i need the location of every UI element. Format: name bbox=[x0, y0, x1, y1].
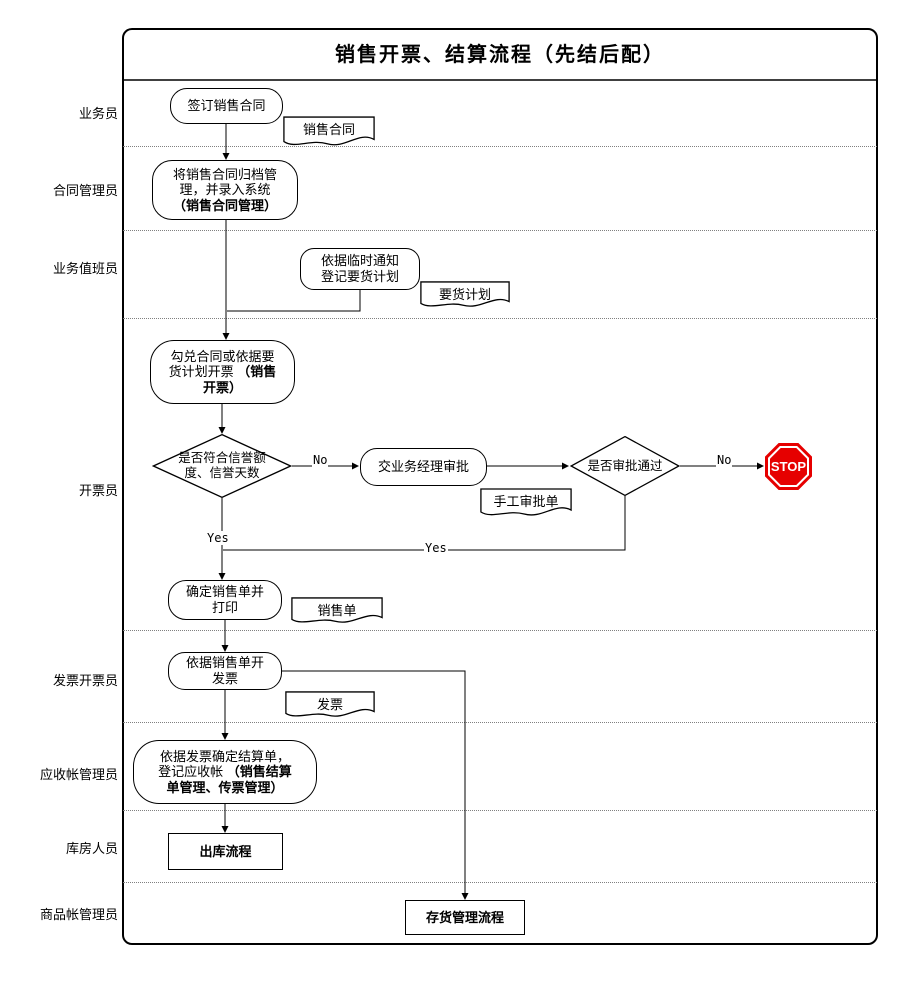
edge-label-yes-approval: Yes bbox=[424, 541, 448, 555]
node-label: 勾兑合同或依据要 货计划开票 bbox=[168, 348, 275, 380]
stop-sign: STOP bbox=[765, 443, 812, 490]
decision-credit-check: 是否符合信誉额 度、信誉天数 bbox=[152, 434, 292, 498]
lane-label-invoicing-clerk: 开票员 bbox=[78, 483, 118, 498]
lane-label-goods-ledger-manager: 商品帐管理员 bbox=[39, 907, 118, 922]
lane-label-invoice-issuer: 发票开票员 bbox=[52, 673, 118, 688]
diagram-frame bbox=[122, 28, 878, 945]
node-create-invoice: 勾兑合同或依据要 货计划开票 （销售 开票） bbox=[150, 340, 295, 404]
node-label: 将销售合同归档管 理，并录入系统 bbox=[172, 166, 277, 198]
decision-label: 是否审批通过 bbox=[587, 458, 663, 473]
decision-label: 是否符合信誉额 度、信誉天数 bbox=[178, 451, 266, 480]
node-label: 出库流程 bbox=[199, 843, 252, 859]
doc-sales-contract: 销售合同 bbox=[283, 116, 375, 148]
decision-approval-passed: 是否审批通过 bbox=[570, 436, 680, 496]
node-settlement-receivables: 依据发票确定结算单， 登记应收帐 （销售结算 单管理、传票管理） bbox=[133, 740, 317, 804]
lane-label-receivables-manager: 应收帐管理员 bbox=[39, 767, 118, 782]
lane-label-duty-officer: 业务值班员 bbox=[52, 261, 118, 276]
lane-divider bbox=[123, 722, 877, 723]
node-register-goods-plan: 依据临时通知 登记要货计划 bbox=[300, 248, 420, 290]
lane-divider bbox=[123, 318, 877, 319]
node-inventory-process: 存货管理流程 bbox=[405, 900, 525, 935]
lane-divider bbox=[123, 630, 877, 631]
lane-divider bbox=[123, 810, 877, 811]
doc-invoice: 发票 bbox=[285, 691, 375, 719]
edge-label-yes-credit: Yes bbox=[206, 531, 230, 545]
node-confirm-print-order: 确定销售单并 打印 bbox=[168, 580, 282, 620]
node-issue-invoice: 依据销售单开 发票 bbox=[168, 652, 282, 690]
edge-label-no-credit: No bbox=[312, 453, 329, 467]
node-label: 确定销售单并 打印 bbox=[185, 584, 264, 615]
node-label-bold: （销售合同管理） bbox=[172, 197, 277, 213]
doc-sales-order: 销售单 bbox=[291, 597, 383, 625]
diagram-title: 销售开票、结算流程（先结后配） bbox=[335, 44, 665, 66]
node-label: 依据销售单开 发票 bbox=[185, 655, 264, 686]
node-label: 签订销售合同 bbox=[187, 98, 266, 114]
node-outbound-process: 出库流程 bbox=[168, 833, 283, 870]
doc-label: 发票 bbox=[316, 697, 343, 712]
lane-divider bbox=[123, 882, 877, 883]
node-sign-contract: 签订销售合同 bbox=[170, 88, 283, 124]
doc-manual-approval: 手工审批单 bbox=[480, 488, 572, 518]
doc-label: 要货计划 bbox=[438, 287, 491, 302]
doc-goods-plan: 要货计划 bbox=[420, 281, 510, 309]
node-manager-approval: 交业务经理审批 bbox=[360, 448, 487, 486]
node-archive-contract: 将销售合同归档管 理，并录入系统 （销售合同管理） bbox=[152, 160, 298, 220]
lane-divider bbox=[123, 230, 877, 231]
stop-label: STOP bbox=[770, 459, 807, 474]
doc-label: 销售合同 bbox=[302, 122, 355, 137]
lane-label-warehouse-staff: 库房人员 bbox=[65, 841, 118, 856]
doc-label: 手工审批单 bbox=[493, 494, 559, 509]
node-label: 依据发票确定结算单， 登记应收帐 bbox=[158, 748, 290, 780]
edge-label-no-approval: No bbox=[716, 453, 733, 467]
stop-octagon-inner bbox=[770, 448, 807, 485]
node-label-bold: （销售 开票） bbox=[202, 364, 277, 395]
lane-label-salesperson: 业务员 bbox=[78, 106, 118, 121]
node-label: 存货管理流程 bbox=[425, 909, 504, 925]
node-label: 依据临时通知 登记要货计划 bbox=[320, 253, 399, 284]
lane-divider bbox=[123, 146, 877, 147]
node-label: 交业务经理审批 bbox=[377, 459, 469, 475]
node-label-bold: （销售结算 单管理、传票管理） bbox=[166, 764, 292, 795]
doc-label: 销售单 bbox=[317, 603, 357, 618]
lane-label-contract-manager: 合同管理员 bbox=[52, 183, 118, 198]
